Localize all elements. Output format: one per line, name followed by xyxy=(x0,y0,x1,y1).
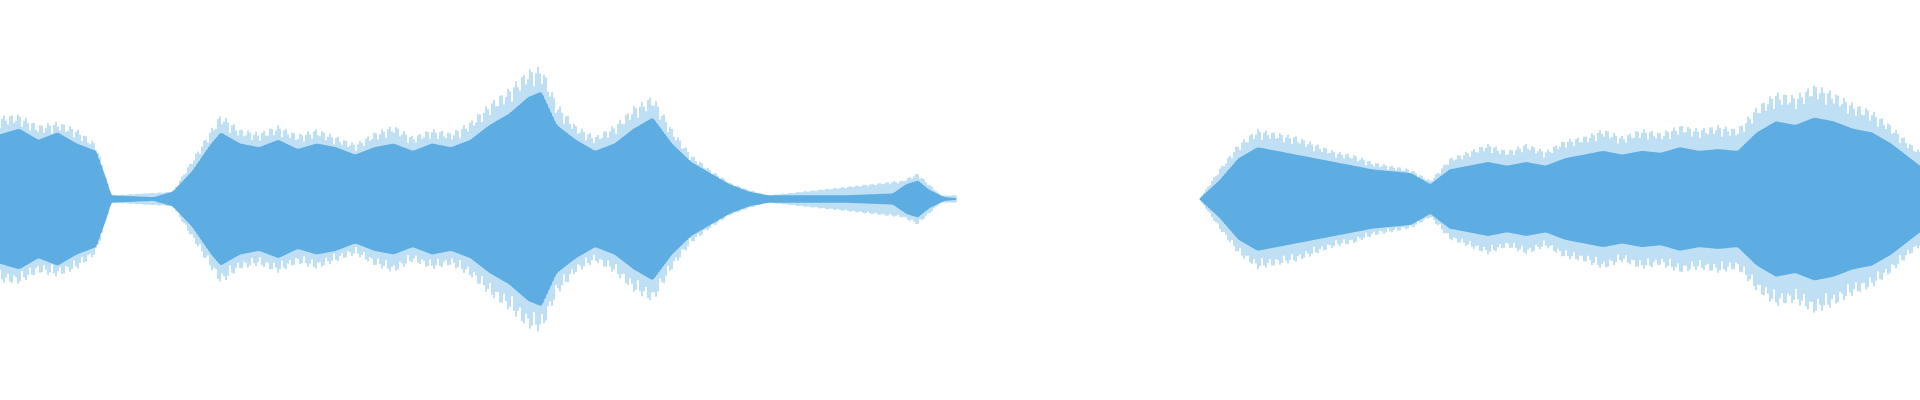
segment-1 xyxy=(0,66,957,332)
waveform-layer xyxy=(0,66,1920,332)
segment-2 xyxy=(1199,85,1920,313)
